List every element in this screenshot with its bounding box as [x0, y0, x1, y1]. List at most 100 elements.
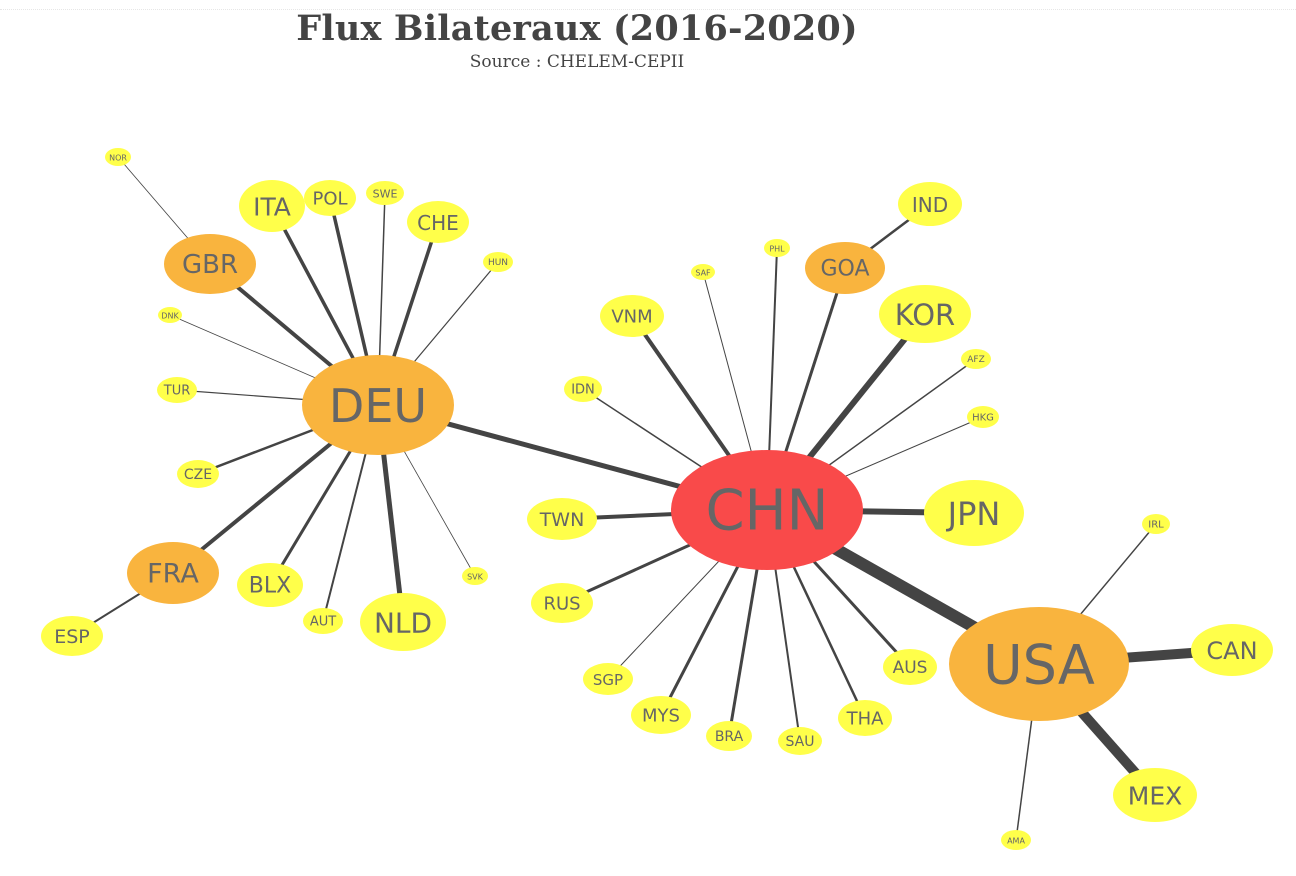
node-ellipse [805, 242, 885, 294]
node-ellipse [564, 376, 602, 402]
node-hun[interactable]: HUN [483, 252, 513, 272]
node-ellipse [237, 563, 303, 607]
node-blx[interactable]: BLX [237, 563, 303, 607]
node-label: RUS [543, 594, 580, 615]
node-ind[interactable]: IND [898, 182, 962, 226]
node-label: POL [312, 189, 347, 210]
node-aut[interactable]: AUT [303, 608, 343, 634]
node-ellipse [600, 295, 664, 337]
node-svk[interactable]: SVK [462, 567, 488, 585]
node-ellipse [631, 696, 691, 734]
node-label: GOA [820, 257, 869, 282]
node-fra[interactable]: FRA [127, 542, 219, 604]
node-tha[interactable]: THA [838, 700, 892, 736]
node-label: SVK [467, 573, 484, 582]
node-gbr[interactable]: GBR [164, 234, 256, 294]
node-idn[interactable]: IDN [564, 376, 602, 402]
node-ellipse [1113, 768, 1197, 822]
node-cze[interactable]: CZE [177, 460, 219, 488]
node-bra[interactable]: BRA [706, 721, 752, 751]
node-label: TUR [163, 384, 191, 399]
node-ellipse [105, 148, 131, 166]
node-label: VNM [611, 307, 652, 328]
node-label: JPN [946, 495, 1001, 533]
node-swe[interactable]: SWE [366, 181, 404, 205]
node-label: CAN [1206, 637, 1257, 665]
node-can[interactable]: CAN [1191, 624, 1273, 676]
top-divider [0, 9, 1296, 10]
node-usa[interactable]: USA [949, 607, 1129, 721]
node-rus[interactable]: RUS [531, 583, 593, 623]
node-mys[interactable]: MYS [631, 696, 691, 734]
chart-subtitle: Source : CHELEM-CEPII [469, 52, 685, 72]
node-label: SWE [373, 188, 398, 201]
node-esp[interactable]: ESP [41, 616, 103, 656]
node-che[interactable]: CHE [407, 201, 469, 243]
node-ellipse [961, 349, 991, 369]
node-saf[interactable]: SAF [691, 264, 715, 280]
node-phl[interactable]: PHL [764, 239, 790, 257]
node-ellipse [304, 180, 356, 216]
node-ellipse [527, 498, 597, 540]
node-label: MEX [1128, 782, 1183, 811]
node-label: PHL [769, 245, 785, 254]
node-ellipse [706, 721, 752, 751]
node-ellipse [407, 201, 469, 243]
node-irl[interactable]: IRL [1142, 514, 1170, 534]
node-vnm[interactable]: VNM [600, 295, 664, 337]
node-sau[interactable]: SAU [778, 727, 822, 755]
node-label: THA [846, 709, 885, 730]
node-label: SAF [695, 269, 711, 278]
node-ellipse [462, 567, 488, 585]
node-label: AMA [1007, 837, 1025, 846]
node-label: KOR [895, 298, 955, 332]
node-pol[interactable]: POL [304, 180, 356, 216]
node-afz[interactable]: AFZ [961, 349, 991, 369]
node-twn[interactable]: TWN [527, 498, 597, 540]
node-nor[interactable]: NOR [105, 148, 131, 166]
node-ellipse [671, 450, 863, 570]
node-ellipse [127, 542, 219, 604]
node-label: AUS [893, 658, 928, 678]
node-ellipse [949, 607, 1129, 721]
node-ellipse [483, 252, 513, 272]
node-ellipse [879, 285, 971, 343]
node-ellipse [778, 727, 822, 755]
node-label: MYS [642, 706, 680, 727]
node-ellipse [898, 182, 962, 226]
node-label: HKG [972, 413, 994, 424]
node-chn[interactable]: CHN [671, 450, 863, 570]
node-ita[interactable]: ITA [239, 180, 305, 232]
node-label: HUN [488, 258, 508, 268]
node-goa[interactable]: GOA [805, 242, 885, 294]
node-label: BLX [249, 574, 291, 599]
node-label: ESP [54, 626, 90, 648]
node-label: IDN [571, 383, 595, 398]
node-ellipse [157, 377, 197, 403]
node-ellipse [360, 593, 446, 651]
node-label: CHE [417, 211, 459, 235]
node-ellipse [838, 700, 892, 736]
node-label: FRA [147, 559, 199, 590]
node-label: NOR [109, 154, 127, 163]
node-tur[interactable]: TUR [157, 377, 197, 403]
node-label: SAU [786, 734, 815, 750]
node-sgp[interactable]: SGP [583, 663, 633, 695]
node-ellipse [177, 460, 219, 488]
node-ellipse [303, 608, 343, 634]
node-label: GBR [182, 250, 238, 280]
node-aus[interactable]: AUS [883, 649, 937, 685]
node-label: DEU [329, 379, 427, 433]
node-nld[interactable]: NLD [360, 593, 446, 651]
node-hkg[interactable]: HKG [967, 406, 999, 428]
node-jpn[interactable]: JPN [924, 480, 1024, 546]
node-ellipse [1001, 830, 1031, 850]
node-mex[interactable]: MEX [1113, 768, 1197, 822]
node-ama[interactable]: AMA [1001, 830, 1031, 850]
node-ellipse [302, 355, 454, 455]
node-deu[interactable]: DEU [302, 355, 454, 455]
node-ellipse [883, 649, 937, 685]
node-dnk[interactable]: DNK [158, 307, 182, 323]
node-label: USA [983, 634, 1095, 697]
node-kor[interactable]: KOR [879, 285, 971, 343]
